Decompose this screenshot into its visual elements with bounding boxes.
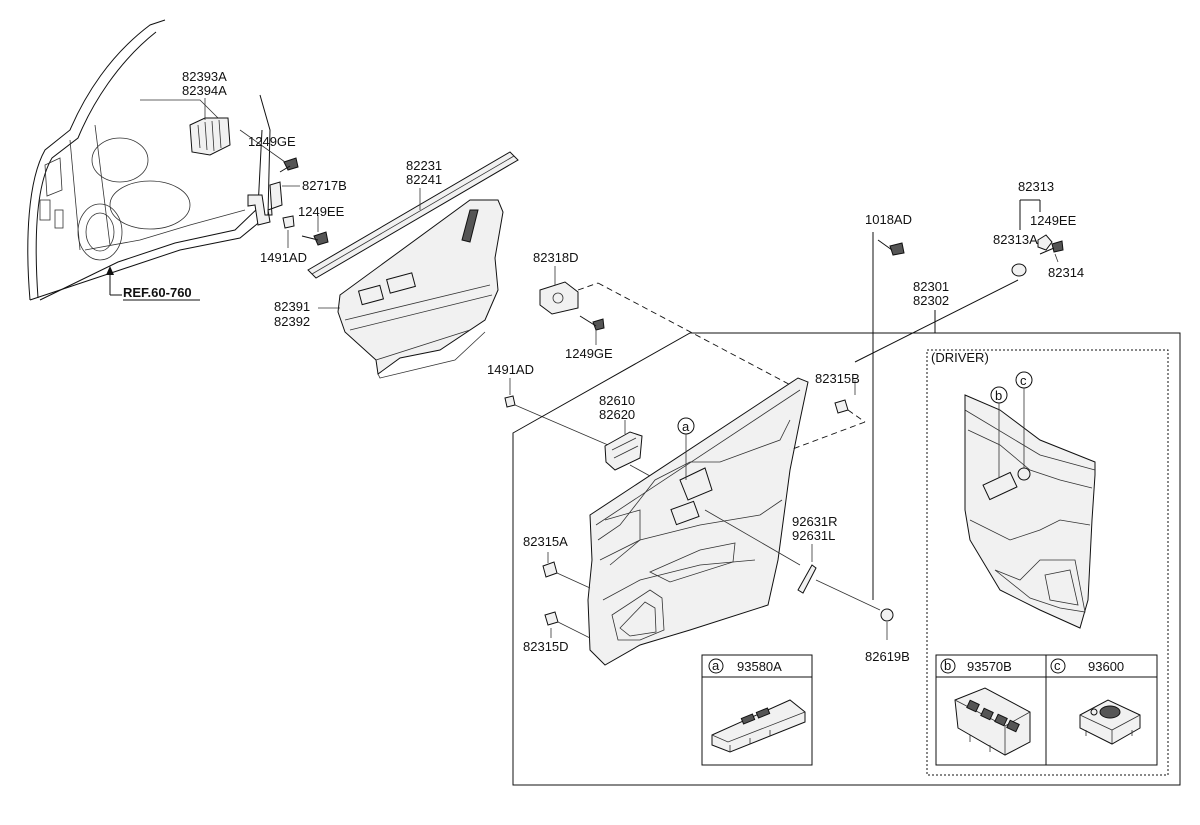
speaker-bracket-icon	[189, 117, 231, 156]
screw-icon	[1039, 240, 1064, 255]
leader-82314	[1054, 253, 1059, 263]
clip-icon	[504, 395, 516, 408]
detail-b-part: 93570B	[967, 659, 1012, 674]
detail-c-part: 93600	[1088, 659, 1124, 674]
leader-1249ge-top	[239, 129, 286, 163]
label-82313a: 82313A	[993, 232, 1038, 247]
label-82610: 82610	[599, 393, 635, 408]
detail-c-letter: c	[1054, 658, 1061, 673]
window-switch-icon	[711, 699, 806, 753]
label-82315a: 82315A	[523, 534, 568, 549]
dash-82315b	[847, 409, 866, 423]
detail-c-badge	[1050, 658, 1066, 674]
ref-arrow-icon	[106, 266, 114, 275]
leader-82619b-line	[815, 579, 881, 611]
driver-box	[926, 349, 1169, 776]
label-1249ge-mid: 1249GE	[565, 346, 613, 361]
label-82619b: 82619B	[865, 649, 910, 664]
dash-82315b-panel	[789, 421, 866, 451]
label-1018ad: 1018AD	[865, 212, 912, 227]
dash-82318d-panel	[597, 282, 801, 391]
label-82318d: 82318D	[533, 250, 579, 265]
bracket-icon	[797, 564, 817, 594]
door-trim-panel-icon	[587, 377, 809, 666]
detail-box-a	[701, 654, 813, 766]
label-82231: 82231	[406, 158, 442, 173]
label-82717b: 82717B	[302, 178, 347, 193]
leader-92631-to-panel	[704, 509, 801, 566]
detail-a-letter: a	[712, 658, 720, 673]
weatherstrip-icon	[307, 151, 519, 279]
label-1491ad-left: 1491AD	[260, 250, 307, 265]
bracket-icon	[539, 281, 579, 315]
detail-b-letter: b	[944, 658, 951, 673]
label-driver: (DRIVER)	[931, 350, 989, 365]
label-82315b: 82315B	[815, 371, 860, 386]
label-ref: REF.60-760	[123, 285, 192, 300]
leader-82315a-panel	[556, 572, 591, 589]
dash-82318d	[577, 282, 599, 291]
screw-icon	[301, 231, 329, 246]
leader-82315d-panel	[557, 621, 591, 639]
assembly-border	[512, 332, 1181, 786]
label-1249ge-top: 1249GE	[248, 134, 296, 149]
label-82315d: 82315D	[523, 639, 569, 654]
clip-icon	[282, 215, 295, 229]
label-82393a: 82393A	[182, 69, 227, 84]
clip-icon	[542, 561, 558, 578]
clip-icon	[1011, 234, 1053, 277]
door-trim-panel-icon	[964, 394, 1096, 629]
door-handle-icon	[604, 431, 643, 471]
label-82241: 82241	[406, 172, 442, 187]
mirror-switch-icon	[1079, 699, 1141, 745]
leader-82610-to-panel	[629, 464, 651, 477]
detail-a-badge	[708, 658, 724, 674]
bracket-icon	[247, 181, 283, 226]
leader-82313a-to-panel	[854, 279, 1019, 363]
screw-icon	[877, 239, 905, 256]
label-92631r: 92631R	[792, 514, 838, 529]
clip-icon	[834, 399, 849, 414]
clip-icon	[544, 611, 559, 626]
window-switch-icon	[954, 687, 1031, 756]
label-1249ee-right: 1249EE	[1030, 213, 1077, 228]
label-82314: 82314	[1048, 265, 1084, 280]
callout-a-letter: a	[682, 419, 690, 434]
door-frame-icon	[27, 19, 271, 301]
label-82392: 82392	[274, 314, 310, 329]
label-82391: 82391	[274, 299, 310, 314]
label-82620: 82620	[599, 407, 635, 422]
detail-a-part: 93580A	[737, 659, 782, 674]
label-82301: 82301	[913, 279, 949, 294]
door-trim-panel-icon	[337, 199, 504, 379]
label-1249ee-left: 1249EE	[298, 204, 345, 219]
driver-callout-b-letter: b	[995, 388, 1002, 403]
label-82302: 82302	[913, 293, 949, 308]
label-82313: 82313	[1018, 179, 1054, 194]
detail-b-badge	[940, 658, 956, 674]
label-1491ad-mid: 1491AD	[487, 362, 534, 377]
leader-1491ad-to-handle	[514, 404, 616, 449]
label-92631l: 92631L	[792, 528, 835, 543]
screw-icon	[279, 157, 299, 173]
clip-icon	[880, 608, 894, 622]
screw-icon	[579, 315, 605, 331]
driver-callout-c-letter: c	[1020, 373, 1027, 388]
label-82394a: 82394A	[182, 83, 227, 98]
